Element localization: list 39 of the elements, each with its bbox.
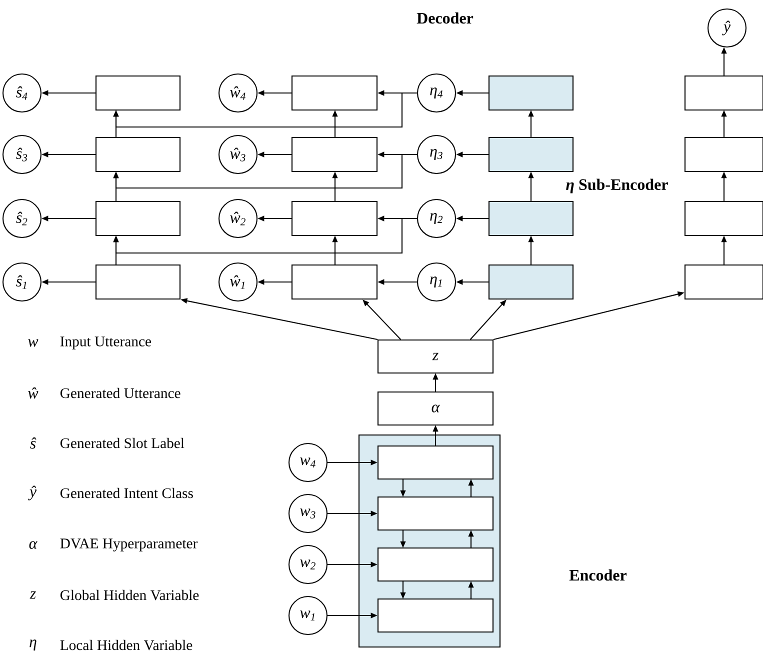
rnn-cell	[488, 264, 574, 300]
rnn-cell	[291, 136, 378, 172]
rnn-cell	[377, 598, 494, 633]
rnn-cell	[684, 75, 763, 111]
heading: η Sub-Encoder	[566, 178, 668, 194]
variable-box: α	[377, 391, 494, 426]
rnn-cell	[684, 136, 763, 172]
rnn-cell	[95, 136, 181, 172]
rnn-cell	[377, 547, 494, 582]
rnn-cell	[291, 264, 378, 300]
rnn-cell	[95, 75, 181, 111]
legend-text: Input Utterance	[60, 336, 151, 350]
panel-title: Encoder	[569, 569, 627, 581]
rnn-cell	[95, 200, 181, 236]
legend-symbol: w	[28, 339, 38, 347]
legend-text: Global Hidden Variable	[60, 590, 199, 600]
rnn-cell	[377, 445, 494, 480]
legend-text: Generated Utterance	[60, 388, 180, 398]
rnn-cell	[377, 496, 494, 531]
variable-box: z	[377, 339, 494, 374]
rnn-cell	[95, 264, 181, 300]
heading: Decoder	[416, 12, 474, 24]
rnn-cell	[291, 200, 378, 236]
rnn-cell	[684, 200, 763, 236]
legend-symbol: z	[30, 591, 36, 599]
legend-symbol: ŵ	[28, 387, 38, 399]
legend-symbol: η	[30, 640, 36, 650]
rnn-cell	[488, 200, 574, 236]
legend-text: DVAE Hyperparameter	[60, 538, 198, 552]
rnn-cell	[488, 75, 574, 111]
legend-symbol: ŝ	[30, 437, 36, 449]
rnn-cell	[488, 136, 574, 172]
legend-symbol: ŷ	[28, 486, 37, 500]
legend-text: Local Hidden Variable	[60, 640, 192, 650]
legend-text: Generated Slot Label	[60, 438, 184, 448]
legend-text: Generated Intent Class	[60, 488, 193, 498]
rnn-cell	[291, 75, 378, 111]
rnn-cell	[684, 264, 763, 300]
legend-symbol: α	[29, 541, 38, 549]
